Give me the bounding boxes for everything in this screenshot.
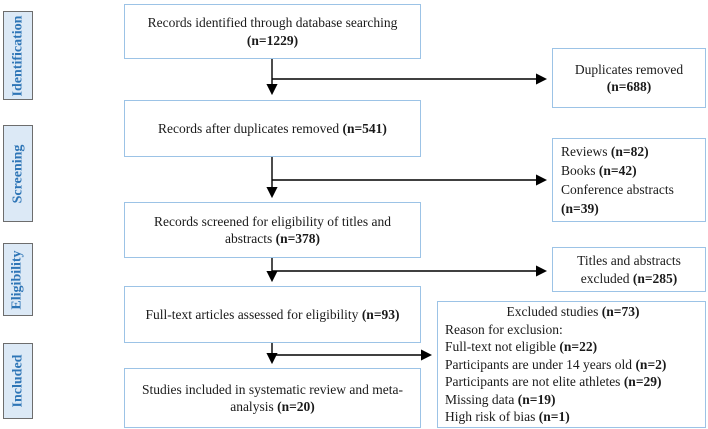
box-text: Records screened for eligibility of titl…	[154, 213, 391, 247]
stage-label-included: Included	[3, 343, 33, 419]
flow-box-after-duplicates: Records after duplicates removed (n=541)	[124, 100, 421, 157]
box-text: Records identified through database sear…	[147, 15, 398, 30]
stage-label-eligibility: Eligibility	[3, 243, 33, 316]
box-count: (n=93)	[361, 306, 400, 322]
exclusion-reason-line: Missing data (n=19)	[445, 391, 556, 407]
box-text: Duplicates removed	[574, 61, 684, 77]
excluded-studies-title: Excluded studies (n=73)	[506, 303, 640, 319]
stage-label-text: Screening	[10, 144, 26, 203]
stage-label-identification: Identification	[3, 11, 33, 100]
box-count: (n=285)	[632, 270, 678, 286]
flow-box-studies-included: Studies included in systematic review an…	[124, 368, 421, 428]
exclusion-line: Reviews (n=82)	[561, 144, 649, 159]
stage-label-text: Eligibility	[10, 249, 25, 310]
box-count: (n=688)	[606, 79, 652, 94]
exclusion-reason-line: Full-text not eligible (n=22)	[445, 339, 598, 355]
exclusion-line: Conference abstracts (n=39)	[561, 182, 674, 216]
flow-box-fulltext-assessed: Full-text articles assessed for eligibil…	[124, 286, 421, 343]
box-text: Records after duplicates removed	[158, 120, 343, 136]
box-count: (n=1229)	[246, 32, 299, 48]
box-text: Studies included in systematic review an…	[142, 381, 403, 415]
exclusion-reason-line: High risk of bias (n=1)	[445, 409, 570, 425]
stage-label-text: Included	[10, 354, 26, 408]
box-text: Titles and abstracts excluded	[577, 253, 681, 286]
stage-label-text: Identification	[10, 15, 26, 96]
box-text: Full-text articles assessed for eligibil…	[145, 306, 362, 322]
flow-box-records-identified: Records identified through database sear…	[124, 4, 421, 59]
flow-box-records-screened: Records screened for eligibility of titl…	[124, 202, 421, 258]
box-count: (n=20)	[277, 399, 315, 414]
exclusion-line: Books (n=42)	[561, 163, 637, 178]
stage-label-screening: Screening	[3, 125, 33, 222]
side-box-excluded-studies: Excluded studies (n=73) Reason for exclu…	[437, 301, 706, 428]
exclusion-reason-line: Participants are under 14 years old (n=2…	[445, 356, 667, 372]
exclusion-reason-line: Participants are not elite athletes (n=2…	[445, 374, 662, 390]
box-count: (n=541)	[342, 120, 387, 136]
side-box-titles-excluded: Titles and abstracts excluded (n=285)	[552, 247, 706, 292]
box-count: (n=378)	[275, 231, 321, 246]
side-box-duplicates-removed: Duplicates removed (n=688)	[552, 48, 706, 108]
side-box-screening-exclusions: Reviews (n=82) Books (n=42) Conference a…	[552, 138, 706, 222]
exclusion-reason-line: Reason for exclusion:	[445, 321, 563, 337]
